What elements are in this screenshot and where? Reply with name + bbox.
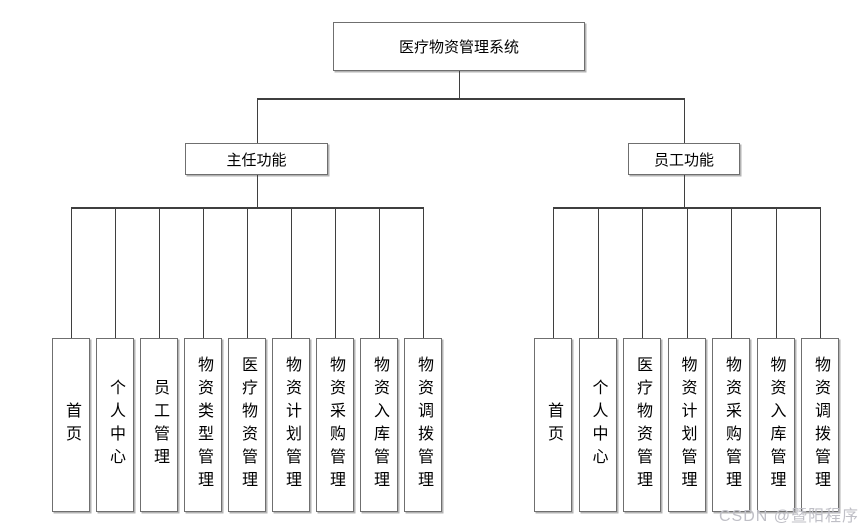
node-leaf-1-0: 首页 xyxy=(534,338,572,512)
connector-line xyxy=(597,207,599,338)
node-leaf-label: 物资入库管理 xyxy=(371,356,388,494)
node-leaf-1-2: 医疗物资管理 xyxy=(623,338,661,512)
node-leaf-label: 首页 xyxy=(63,402,80,448)
watermark: CSDN @暨阳程序 xyxy=(718,508,859,525)
connector-line xyxy=(203,207,204,338)
connector-line xyxy=(379,207,380,338)
node-leaf-1-3: 物资计划管理 xyxy=(667,338,706,512)
connector-line xyxy=(423,207,424,338)
node-leaf-1-5: 物资入库管理 xyxy=(756,338,795,512)
connector-line xyxy=(731,207,732,338)
node-leaf-0-4: 医疗物资管理 xyxy=(228,338,266,512)
connector-line xyxy=(291,207,292,338)
connector-line xyxy=(71,207,72,338)
connector-line xyxy=(335,207,336,338)
node-leaf-label: 物资类型管理 xyxy=(195,356,212,494)
node-leaf-label: 医疗物资管理 xyxy=(239,356,256,494)
connector-line xyxy=(115,207,116,338)
node-leaf-1-6: 物资调拨管理 xyxy=(801,338,839,512)
node-leaf-label: 物资入库管理 xyxy=(767,356,785,494)
node-root: 医疗物资管理系统 xyxy=(333,22,585,71)
connector-line xyxy=(247,207,248,338)
node-leaf-label: 首页 xyxy=(545,402,562,448)
node-leaf-label: 物资调拨管理 xyxy=(812,356,829,494)
node-branch-director: 主任功能 xyxy=(185,143,328,175)
connector-line xyxy=(684,175,685,207)
node-leaf-label: 员工管理 xyxy=(151,379,168,471)
node-leaf-0-7: 物资入库管理 xyxy=(360,338,398,512)
connector-line xyxy=(257,98,258,143)
node-leaf-0-6: 物资采购管理 xyxy=(316,338,354,512)
connector-line xyxy=(642,207,643,338)
node-leaf-label: 物资调拨管理 xyxy=(415,356,432,494)
node-leaf-label: 物资计划管理 xyxy=(283,356,300,494)
node-branch-employee: 员工功能 xyxy=(628,143,740,175)
node-leaf-0-1: 个人中心 xyxy=(96,338,134,512)
node-leaf-0-3: 物资类型管理 xyxy=(184,338,222,512)
connector-line xyxy=(459,71,460,98)
node-leaf-0-5: 物资计划管理 xyxy=(272,338,310,512)
node-leaf-0-8: 物资调拨管理 xyxy=(404,338,442,512)
connector-line xyxy=(257,175,258,207)
node-leaf-label: 物资计划管理 xyxy=(678,356,696,494)
node-leaf-0-2: 员工管理 xyxy=(140,338,178,512)
node-leaf-label: 个人中心 xyxy=(107,379,124,471)
connector-line xyxy=(553,207,554,338)
connector-line xyxy=(159,207,160,338)
node-leaf-1-4: 物资采购管理 xyxy=(712,338,750,512)
node-leaf-1-1: 个人中心 xyxy=(578,338,617,512)
connector-line xyxy=(684,98,685,143)
node-leaf-0-0: 首页 xyxy=(52,338,90,512)
connector-line xyxy=(257,98,684,100)
node-leaf-label: 物资采购管理 xyxy=(327,356,344,494)
connector-line xyxy=(686,207,688,338)
connector-line xyxy=(775,207,777,338)
node-leaf-label: 个人中心 xyxy=(589,379,607,471)
node-leaf-label: 物资采购管理 xyxy=(723,356,740,494)
node-leaf-label: 医疗物资管理 xyxy=(634,356,651,494)
connector-line xyxy=(820,207,821,338)
